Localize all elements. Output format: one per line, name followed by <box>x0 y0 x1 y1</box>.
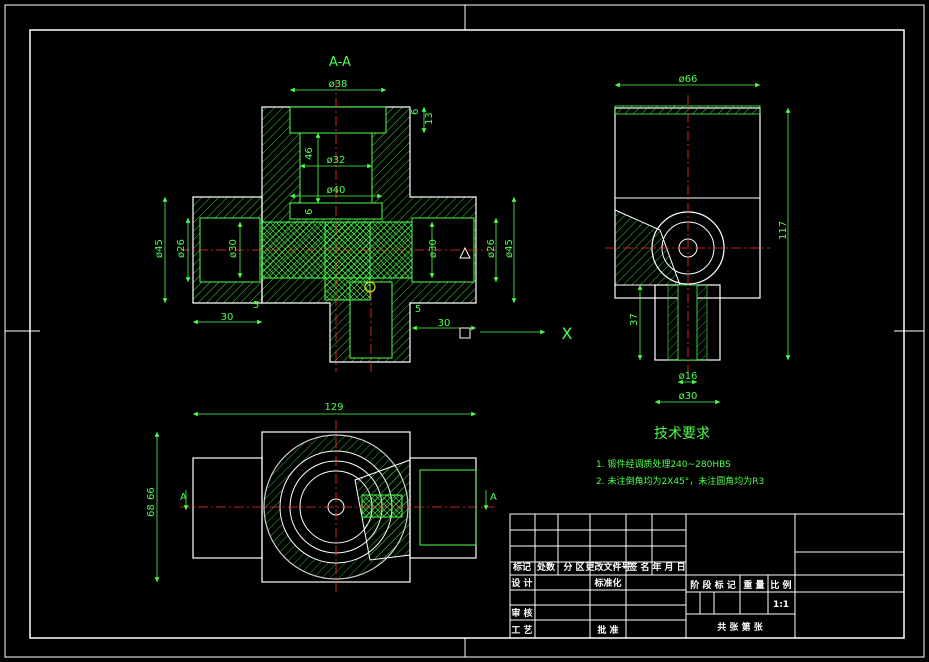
sheet-frame <box>4 4 925 658</box>
tb-stage: 阶 段 标 记 <box>690 579 735 591</box>
dim-h66: 66 <box>146 487 157 500</box>
dim-d26-left: ø26 <box>176 239 187 258</box>
section-mark-left: A <box>180 492 187 503</box>
tb-h-sign: 签 名 <box>627 561 649 573</box>
tb-h-mark: 标记 <box>512 561 531 573</box>
tb-scale-value: 1:1 <box>773 600 789 610</box>
tb-weight: 重 量 <box>743 579 764 591</box>
dim-d30-right: ø30 <box>428 239 439 258</box>
section-view-aa: A-A <box>154 55 573 372</box>
title-block-text: 标记 处数 分 区 更改文件号 签 名 年 月 日 设 计 标准化 审 核 工 … <box>511 561 791 636</box>
side-view: ø66 117 37 ø16 ø30 <box>605 74 791 405</box>
dim-h13: 13 <box>424 112 435 125</box>
dim-d16: ø16 <box>679 371 698 382</box>
tb-sheet-of: 共 张 第 张 <box>717 621 763 633</box>
title-block <box>509 513 905 639</box>
axis-x-label: X <box>562 324 573 343</box>
dim-d26-right: ø26 <box>486 239 497 258</box>
dim-h6b: 6 <box>304 209 315 215</box>
section-title: A-A <box>329 55 351 70</box>
dim-h37: 37 <box>629 313 640 326</box>
tb-h-docno: 更改文件号 <box>585 561 630 573</box>
tb-scale: 比 例 <box>770 579 791 591</box>
dim-d45-left: ø45 <box>154 239 165 258</box>
tech-req-line1: 1. 锻件经调质处理240~280HBS <box>596 458 731 470</box>
tb-r-approve: 批 准 <box>597 624 618 636</box>
tb-r-review: 审 核 <box>511 607 532 619</box>
dim-d30-left: ø30 <box>228 239 239 258</box>
dim-w30-left: 30 <box>221 312 234 323</box>
dim-w30-right: 30 <box>438 318 451 329</box>
dim-d38: ø38 <box>329 79 348 90</box>
dim-d45-right: ø45 <box>504 239 515 258</box>
dim-d32: ø32 <box>327 155 346 166</box>
technical-requirements: 技术要求 1. 锻件经调质处理240~280HBS 2. 未注倒角均为2X45°… <box>596 426 764 487</box>
dim-d30: ø30 <box>679 391 698 402</box>
dim-h117: 117 <box>778 221 789 240</box>
dim-w129: 129 <box>324 402 343 413</box>
dim-d66: ø66 <box>679 74 698 85</box>
tb-r-design: 设 计 <box>511 577 532 589</box>
dim-h68: 68 <box>146 504 157 517</box>
section-mark-right: A <box>490 492 497 503</box>
tech-req-line2: 2. 未注倒角均为2X45°，未注圆角均为R3 <box>596 475 764 487</box>
tb-r-process: 工 艺 <box>511 624 532 636</box>
tb-r-std: 标准化 <box>593 577 621 589</box>
top-view: 129 66 68 A A <box>146 402 497 595</box>
tb-h-count: 处数 <box>536 561 556 573</box>
dim-h46: 46 <box>304 147 315 160</box>
dim-w5-right: 5 <box>415 304 421 315</box>
dim-d40: ø40 <box>327 185 346 196</box>
tb-h-zone: 分 区 <box>563 561 584 573</box>
tb-h-date: 年 月 日 <box>652 561 685 573</box>
dim-h6a: 6 <box>410 109 421 115</box>
tech-req-title: 技术要求 <box>654 426 710 442</box>
dim-w5-left: 5 <box>253 300 259 311</box>
